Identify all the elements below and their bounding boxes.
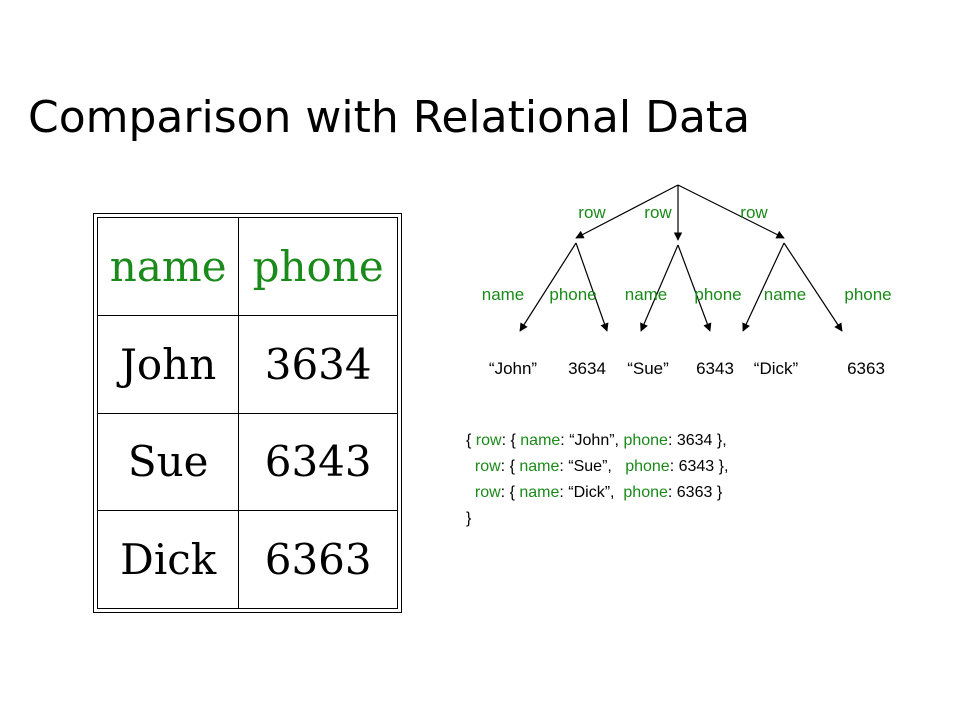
code-key: row (474, 484, 501, 501)
code-key: phone (623, 432, 668, 449)
tree-edge (519, 242, 577, 332)
code-key: name (519, 484, 560, 501)
table-row: John 3634 (96, 314, 398, 414)
tree-edge (575, 184, 679, 239)
tree-edge (677, 244, 712, 332)
code-line: { row: { name: “John”, phone: 3634 }, (466, 428, 728, 454)
relational-table-grid: name phone John 3634 Sue 6343 Dick 6363 (96, 217, 398, 609)
cell-phone: 6343 (238, 412, 398, 512)
table-row: Dick 6363 (96, 510, 398, 609)
code-key: name (519, 458, 560, 475)
slide-title: Comparison with Relational Data (28, 92, 751, 143)
leaf-value: “Sue” (627, 359, 669, 378)
cell-name: Sue (96, 412, 240, 512)
edge-label-row: row (644, 203, 672, 222)
code-text: : “Dick”, (559, 484, 624, 501)
code-text: : “John”, (560, 432, 624, 449)
edge-label-name: name (764, 285, 807, 304)
cell-phone: 6363 (238, 510, 398, 609)
code-text: { (466, 432, 476, 449)
edge-label-name: name (625, 285, 668, 304)
cell-name: Dick (96, 510, 240, 609)
tree-edge (742, 242, 785, 332)
json-representation: { row: { name: “John”, phone: 3634 }, ro… (466, 428, 728, 532)
edge-label-row: row (740, 203, 768, 222)
code-line: } (466, 506, 728, 532)
tree-edge (575, 242, 609, 332)
edge-label-phone: phone (844, 285, 891, 304)
relational-table: name phone John 3634 Sue 6343 Dick 6363 (93, 213, 402, 613)
code-text: : { (500, 458, 520, 475)
edge-label-row: row (578, 203, 606, 222)
code-key: row (474, 458, 501, 475)
code-text (466, 484, 475, 501)
leaf-value: “Dick” (754, 359, 799, 378)
code-text: : 6343 }, (669, 458, 729, 475)
code-text: } (466, 510, 472, 527)
tree-edge (677, 184, 785, 239)
code-text: : { (501, 432, 521, 449)
leaf-value: 6343 (696, 359, 734, 378)
code-text: : { (500, 484, 520, 501)
leaf-value: 6363 (847, 359, 885, 378)
leaf-value: 3634 (568, 359, 606, 378)
code-line: row: { name: “Dick”, phone: 6363 } (466, 480, 728, 506)
code-key: name (520, 432, 561, 449)
tree-edge (783, 242, 843, 332)
code-key: row (475, 432, 502, 449)
code-text: : “Sue”, (559, 458, 626, 475)
cell-phone: 3634 (238, 314, 398, 414)
tree-diagram: row row row name phone name phone name p… (482, 184, 892, 378)
code-key: phone (623, 484, 668, 501)
code-key: phone (625, 458, 670, 475)
code-text: : 3634 }, (667, 432, 727, 449)
code-line: row: { name: “Sue”, phone: 6343 }, (466, 454, 729, 480)
leaf-value: “John” (489, 359, 538, 378)
tree-edge (640, 244, 679, 332)
edge-label-name: name (482, 285, 525, 304)
table-row: Sue 6343 (96, 412, 398, 512)
code-text (466, 458, 475, 475)
edge-label-phone: phone (549, 285, 596, 304)
cell-name: John (96, 314, 240, 414)
code-text: : 6363 } (667, 484, 723, 501)
edge-label-phone: phone (694, 285, 741, 304)
